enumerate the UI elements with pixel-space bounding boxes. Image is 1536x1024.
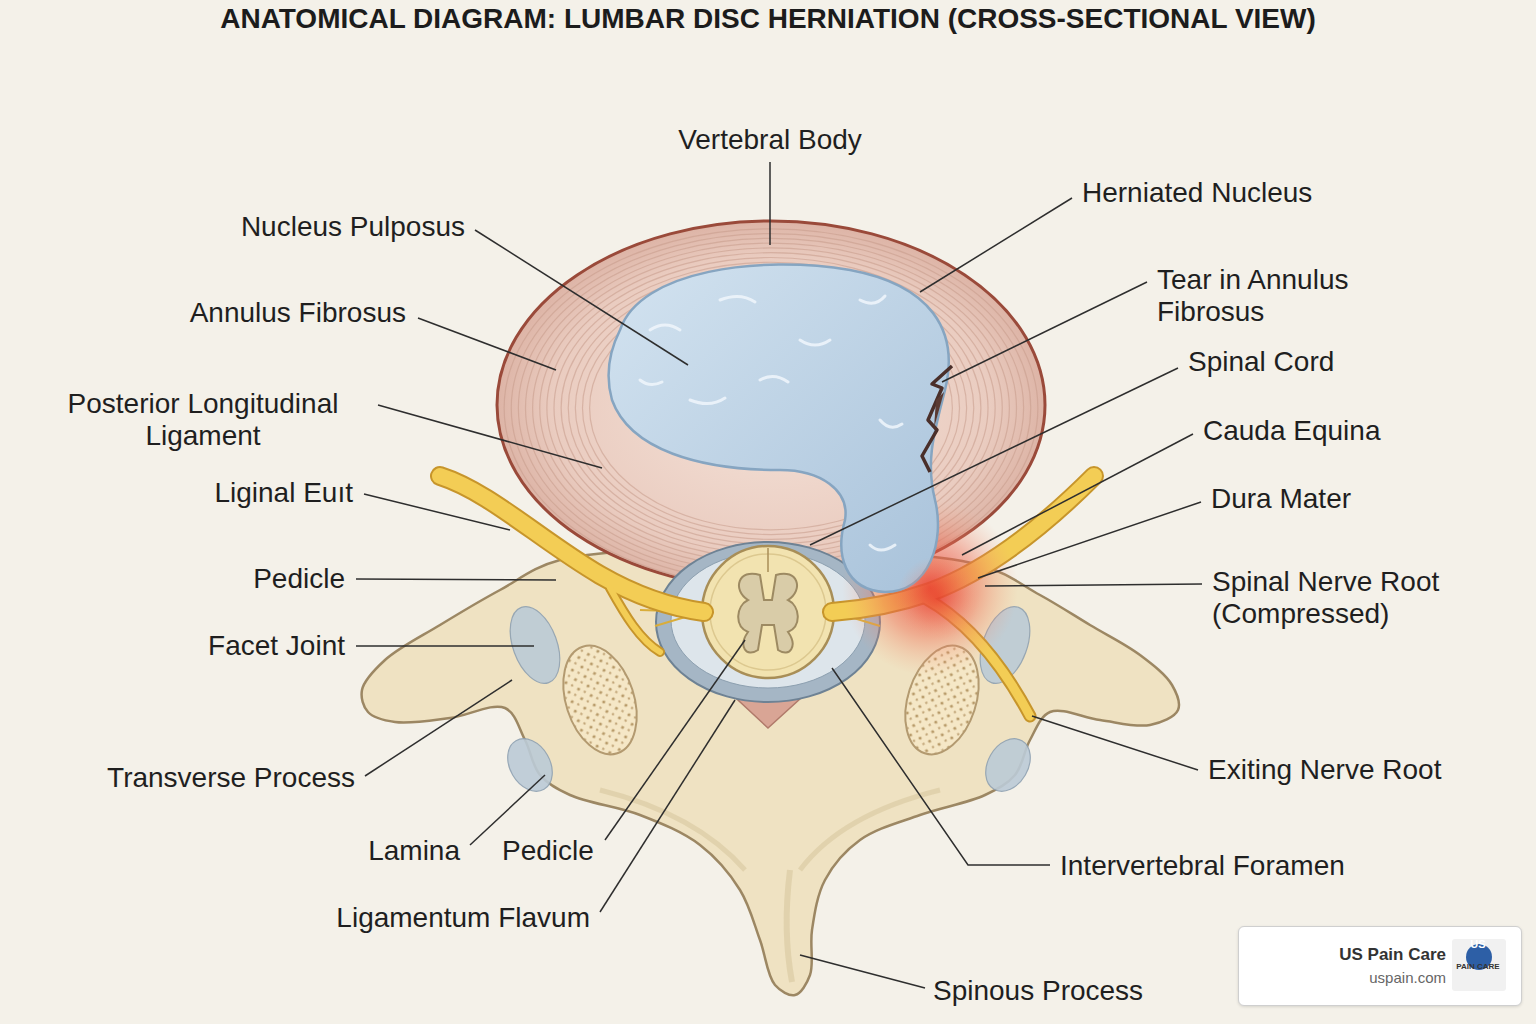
nucleus-highlight — [640, 380, 662, 385]
facet-cartilage — [501, 600, 570, 690]
leader-line — [600, 700, 735, 912]
logo-text: PAIN CARE — [1456, 963, 1499, 971]
part-label: Spinal Cord — [1188, 346, 1334, 378]
nucleus-highlight — [690, 398, 725, 404]
gray-matter — [738, 574, 798, 653]
cancellous-bone — [550, 636, 649, 764]
leader-line — [356, 579, 556, 580]
part-label: Dura Mater — [1211, 483, 1351, 515]
annulus-tear — [922, 366, 952, 472]
part-label: Liginal Euıt — [214, 477, 353, 509]
leader-line — [962, 434, 1193, 555]
part-label: Facet Joint — [208, 630, 345, 662]
logo-text: US — [1470, 939, 1485, 950]
leader-line — [769, 162, 771, 245]
nucleus-pulposus — [609, 265, 949, 592]
leader-line — [978, 502, 1201, 578]
leader-line — [985, 584, 1202, 586]
nerve-root — [610, 588, 660, 652]
leader-line — [942, 282, 1147, 382]
part-label: Pedicle — [253, 563, 345, 595]
nerve-root — [440, 476, 704, 612]
part-label: Tear in Annulus Fibrosus — [1157, 264, 1407, 328]
part-label: Annulus Fibrosus — [190, 297, 406, 329]
leader-line — [832, 668, 1050, 865]
nucleus-highlight — [760, 376, 788, 382]
part-label: Cauda Equina — [1203, 415, 1380, 447]
leader-line — [364, 494, 510, 530]
leader-line — [810, 368, 1178, 545]
median-fissure — [767, 548, 769, 572]
brand-url: uspain.com — [1369, 969, 1446, 986]
part-label: Ligamentum Flavum — [336, 902, 590, 934]
brand-name: US Pain Care — [1339, 945, 1446, 965]
part-label: Transverse Process — [107, 762, 355, 794]
diagram-title: ANATOMICAL DIAGRAM: LUMBAR DISC HERNIATI… — [0, 3, 1536, 35]
part-label: Intervertebral Foramen — [1060, 850, 1345, 882]
part-label: Exiting Nerve Root — [1208, 754, 1441, 786]
nucleus-highlight — [650, 325, 680, 330]
part-label: Lamina — [368, 835, 460, 867]
part-label: Spinal Nerve Root (Compressed) — [1212, 566, 1487, 630]
leader-line — [800, 955, 925, 988]
inflammation-glow — [896, 556, 980, 640]
part-label: Pedicle — [502, 835, 594, 867]
leader-line — [356, 645, 534, 647]
leader-line — [378, 405, 602, 468]
nucleus-highlight — [860, 296, 885, 303]
leader-line — [365, 680, 512, 776]
spinous-ridge — [787, 870, 792, 982]
part-label: Vertebral Body — [678, 124, 862, 156]
spinal-cord — [702, 546, 834, 678]
part-label: Spinous Process — [933, 975, 1143, 1007]
logo-tile — [1452, 939, 1506, 991]
lamina-shade — [600, 790, 745, 870]
leader-line — [920, 198, 1072, 292]
part-label: Posterior Longitudinal Ligament — [38, 388, 368, 452]
leader-line — [1032, 716, 1198, 770]
part-label: Nucleus Pulposus — [241, 211, 465, 243]
nerve-outline — [440, 476, 704, 612]
leader-line — [470, 775, 545, 845]
leader-line — [475, 230, 688, 365]
leader-line — [418, 318, 556, 370]
nucleus-highlight — [720, 296, 755, 302]
annulus-tear-wedge — [934, 392, 944, 428]
part-label: Herniated Nucleus — [1082, 177, 1312, 209]
lamina-shade — [800, 790, 940, 870]
logo-circle — [1466, 944, 1492, 970]
nucleus-highlight — [800, 340, 830, 345]
nucleus-highlight — [880, 420, 902, 427]
nucleus-highlight — [870, 545, 895, 550]
leader-line — [605, 640, 745, 840]
facet-cartilage — [977, 731, 1040, 799]
